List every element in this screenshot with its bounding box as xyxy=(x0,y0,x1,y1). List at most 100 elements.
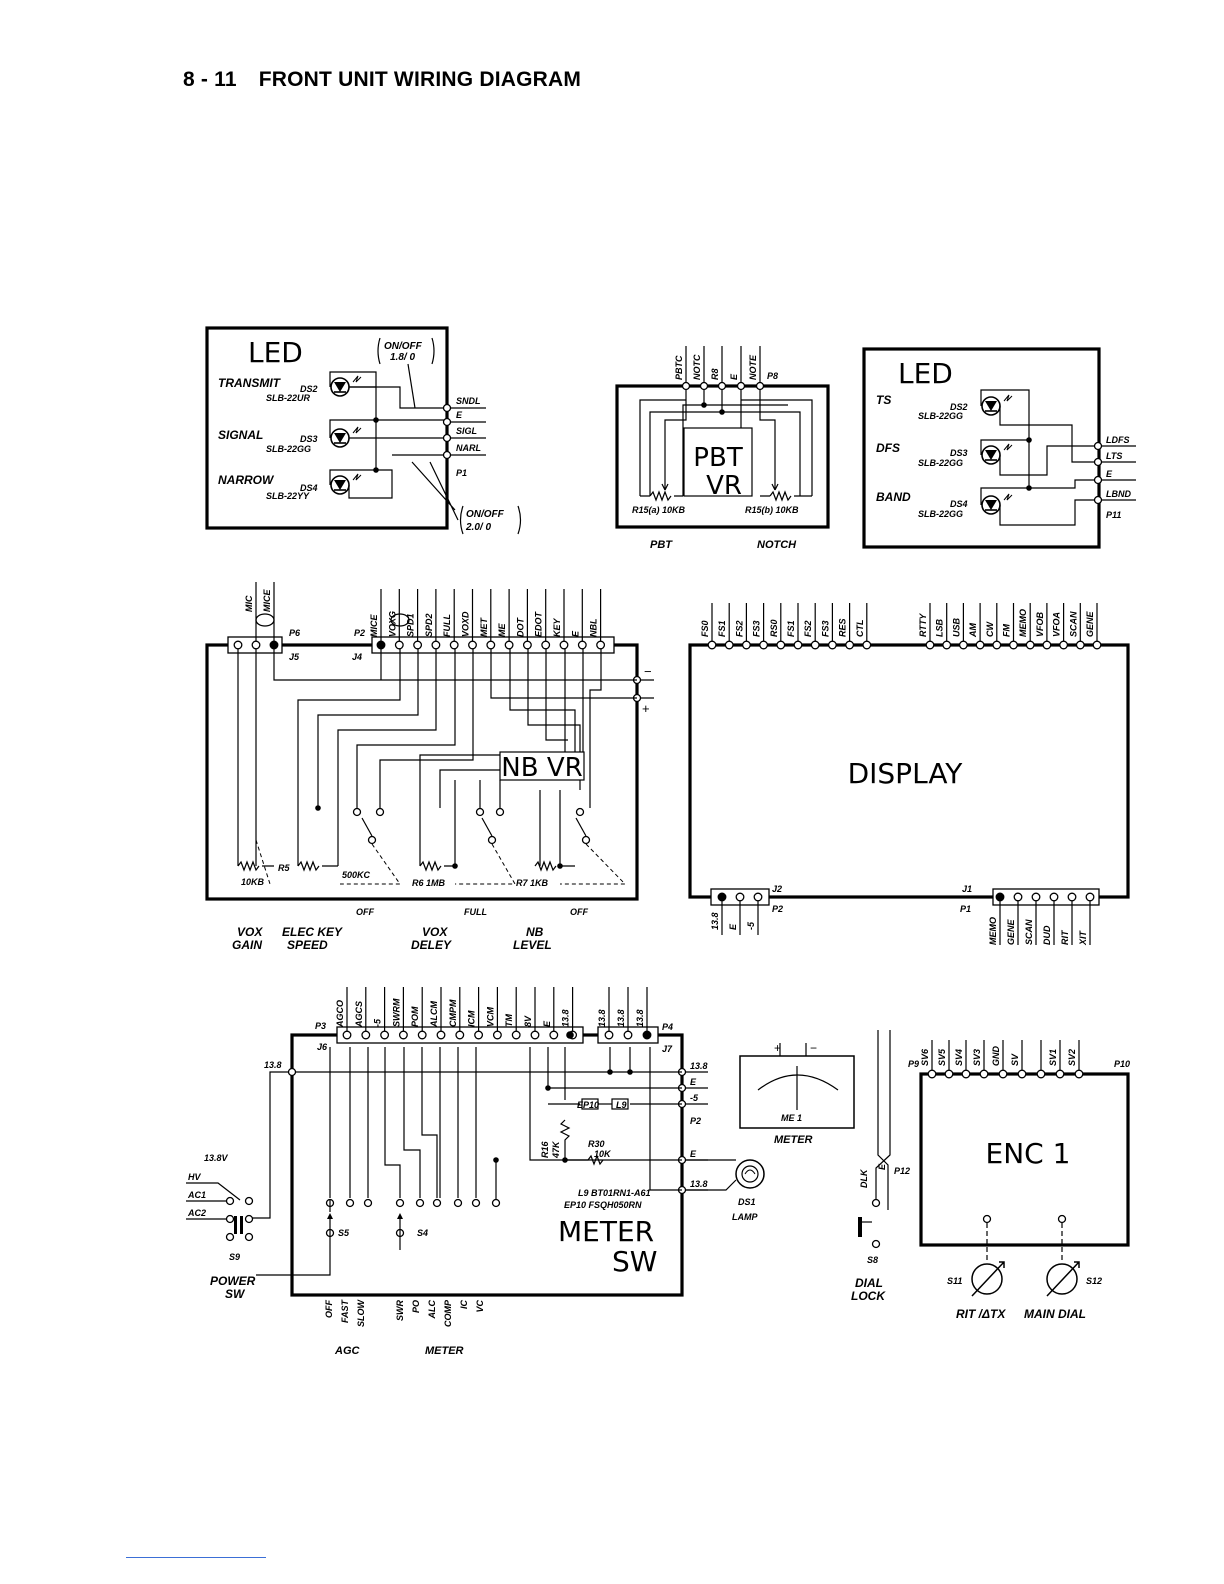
display-top-pin xyxy=(992,640,1002,650)
led-right-pin-lbnd: LBND xyxy=(1106,489,1131,499)
display-top-label: USB xyxy=(951,617,961,637)
display-br-pin xyxy=(1013,892,1023,902)
display-j1: J1 xyxy=(962,884,972,894)
nbvr-r5: R5 xyxy=(278,863,290,873)
nbvr-r500: 500KC xyxy=(342,870,371,880)
led-left-pin-sndl: SNDL xyxy=(456,396,481,406)
meter-pin xyxy=(492,1030,502,1040)
nbvr-pin xyxy=(596,640,606,650)
meter-r30: R30 xyxy=(588,1139,605,1149)
nbvr-mice-pin: MICE xyxy=(262,589,272,612)
s12-encoder-icon xyxy=(1046,1263,1078,1295)
led-left-onoff-bottom: ON/OFF xyxy=(466,509,505,520)
s11-encoder-icon xyxy=(971,1263,1003,1295)
led-r-ds3-icon xyxy=(981,445,1001,465)
caption-nb-level-1: NB xyxy=(526,925,544,939)
meter-label: ICM xyxy=(467,1010,477,1027)
caption-elec-key-2: SPEED xyxy=(287,938,328,952)
led-right-row3-part: SLB-22GG xyxy=(918,509,963,519)
meter-right-label: 13.8 xyxy=(690,1061,708,1071)
meter-label: -5 xyxy=(373,1018,383,1027)
enc-pin-label: GND xyxy=(991,1046,1001,1067)
pbt-pin-pbtc: PBTC xyxy=(674,355,684,380)
display-top-label: CW xyxy=(985,621,995,637)
nbvr-label: ME xyxy=(497,623,507,637)
led-left-connector: P1 xyxy=(456,468,467,478)
display-top-label: RTTY xyxy=(918,613,928,637)
display-top-pin xyxy=(724,640,734,650)
display-top-pin xyxy=(1009,640,1018,650)
display-br-pin xyxy=(995,892,1005,902)
enc1-s12: S12 xyxy=(1086,1276,1102,1286)
led-right-row1-ds: DS2 xyxy=(950,402,968,412)
meter-r-label: 13.8 xyxy=(597,1009,607,1027)
display-top-pin xyxy=(845,640,855,650)
display-top-label: FM xyxy=(1002,624,1012,637)
nbvr-r6: R6 1MB xyxy=(412,878,446,888)
enc-pin xyxy=(1055,1069,1065,1079)
nbvr-title: NB VR xyxy=(501,753,582,783)
display-top-label: FS0 xyxy=(700,620,710,637)
display-br-pin xyxy=(1031,892,1041,902)
display-top-pin xyxy=(741,640,751,650)
meter-position-label: ALC xyxy=(427,1300,437,1320)
meter-p4: P4 xyxy=(662,1022,673,1032)
display-br-label: XIT xyxy=(1078,929,1088,946)
display-top-pin xyxy=(810,640,820,650)
display-top-label: FS3 xyxy=(820,620,830,637)
display-top-pin xyxy=(793,640,803,650)
display-bl-label: 13.8 xyxy=(710,912,720,930)
display-bl-pin xyxy=(735,892,745,902)
dial-lock-p12: P12 xyxy=(894,1166,910,1176)
power-caption-1: POWER xyxy=(210,1274,256,1288)
nbvr-pin xyxy=(431,640,441,650)
display-top-pin xyxy=(759,640,769,650)
display-top-pin xyxy=(707,640,717,650)
led-right-block: LED TS DS2 SLB-22GG DFS DS3 SLB-22GG BAN… xyxy=(862,347,1136,549)
me1-meter: + − ME 1 METER xyxy=(739,1041,855,1146)
led-left-onoff-bottom-val: 2.0/ 0 xyxy=(465,522,491,533)
meter-r-pin xyxy=(642,1030,652,1040)
power-caption-2: SW xyxy=(225,1287,246,1301)
meter-left-138: 13.8 xyxy=(264,1060,282,1070)
pbt-pin-r8: R8 xyxy=(710,368,720,380)
meter-pin xyxy=(398,1030,408,1040)
display-br-label: DUD xyxy=(1042,925,1052,945)
meter-ep10: EP10 xyxy=(577,1100,599,1110)
meter-pin xyxy=(530,1030,540,1040)
led-left-row1-label: TRANSMIT xyxy=(218,376,282,390)
display-top-pin xyxy=(862,640,872,650)
enc-pin xyxy=(927,1069,937,1079)
nbvr-off1: OFF xyxy=(356,907,374,917)
display-title: DISPLAY xyxy=(848,757,964,790)
display-top-label: RS0 xyxy=(769,619,779,637)
meter-label: CMPM xyxy=(448,999,458,1027)
nbvr-label: DOT xyxy=(515,617,525,638)
nbvr-pin xyxy=(449,640,459,650)
enc-pin xyxy=(1074,1069,1084,1079)
meter-part2: EP10 FSQH050RN xyxy=(564,1200,642,1210)
led-ds4-icon xyxy=(330,475,350,495)
enc-pin-label: SV4 xyxy=(954,1049,964,1066)
meter-position-label: COMP xyxy=(443,1299,453,1327)
meter-pin xyxy=(474,1030,484,1040)
meter-s5: S5 xyxy=(338,1228,350,1238)
led-left-row2-part: SLB-22GG xyxy=(266,444,311,454)
display-top-label: SCAN xyxy=(1068,611,1078,637)
meter-pin xyxy=(549,1030,559,1040)
dial-lock-caption-2: LOCK xyxy=(851,1289,886,1303)
meter-title2: SW xyxy=(612,1245,657,1278)
meter-sw-contact xyxy=(453,1198,463,1208)
enc-pin xyxy=(961,1069,971,1079)
meter-label: VCM xyxy=(485,1006,495,1027)
nbvr-pin xyxy=(394,640,404,650)
display-j2: J2 xyxy=(772,884,782,894)
caption-vox-gain-2: GAIN xyxy=(232,938,262,952)
pbt-pin-e: E xyxy=(729,373,739,380)
meter-sw-contact xyxy=(395,1198,405,1208)
display-top-pin xyxy=(925,640,935,650)
nbvr-label: MET xyxy=(479,617,489,638)
display-top-pin xyxy=(942,640,952,650)
nbvr-pin xyxy=(413,640,423,650)
